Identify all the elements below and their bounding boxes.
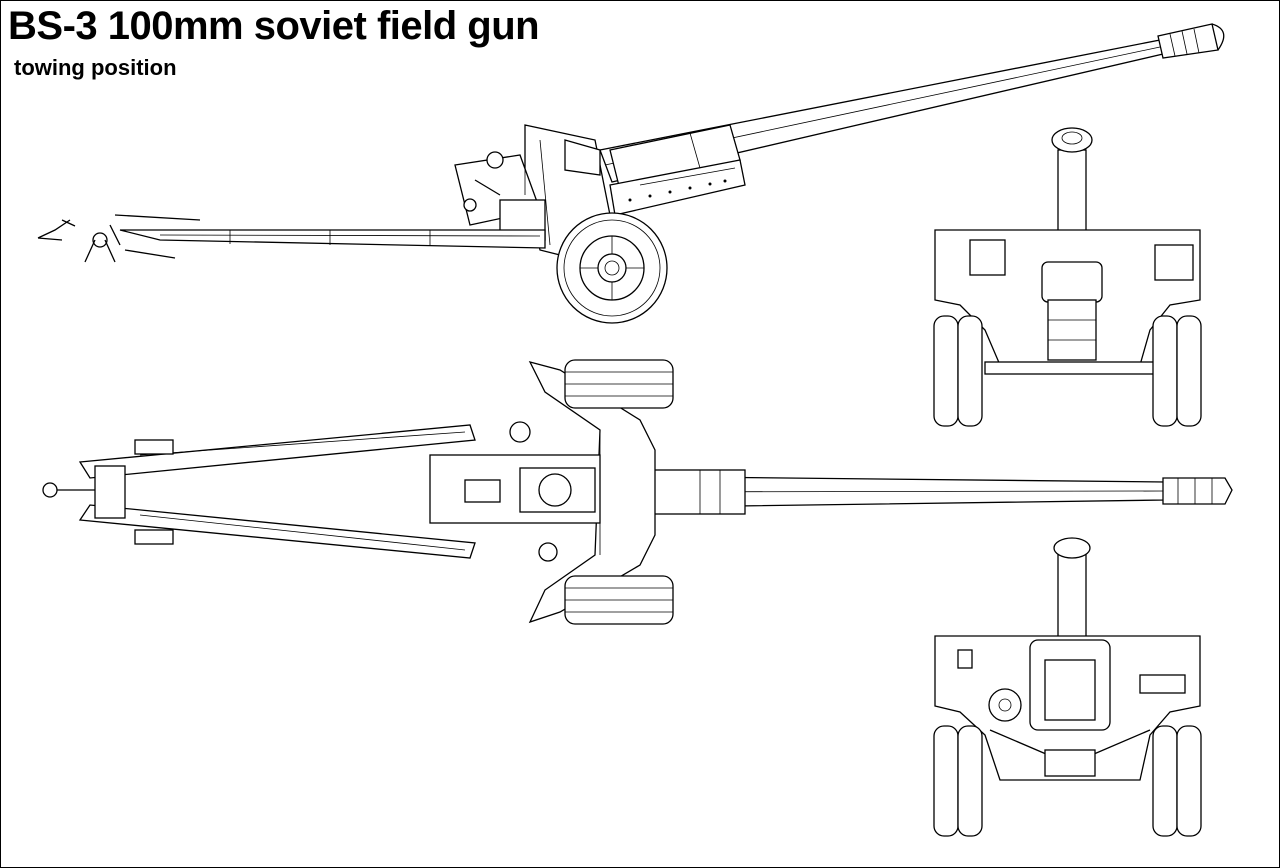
rear-view-barrel: [1057, 547, 1087, 639]
front-view-wheels: [933, 315, 1202, 427]
side-view-trail: [37, 214, 546, 263]
top-view-trails: [42, 424, 476, 559]
top-view: [42, 359, 1233, 625]
rear-view-wheels: [933, 725, 1202, 837]
rear-view-handwheel: [988, 688, 1022, 722]
side-view-breech: [454, 124, 611, 261]
front-view-box-right: [1154, 244, 1194, 281]
front-view-muzzle: [1051, 127, 1093, 153]
drawing-title: BS-3 100mm soviet field gun: [8, 4, 540, 48]
front-view: [933, 127, 1202, 427]
top-view-breech: [429, 421, 601, 562]
side-view-barrel: [599, 23, 1225, 216]
side-view: [37, 23, 1225, 324]
front-view-box-left: [969, 239, 1006, 276]
drawing-subtitle: towing position: [14, 55, 177, 80]
top-view-barrel: [594, 469, 1233, 515]
side-view-wheel: [556, 212, 668, 324]
rear-view: [933, 537, 1202, 837]
top-view-wheels: [564, 359, 674, 625]
